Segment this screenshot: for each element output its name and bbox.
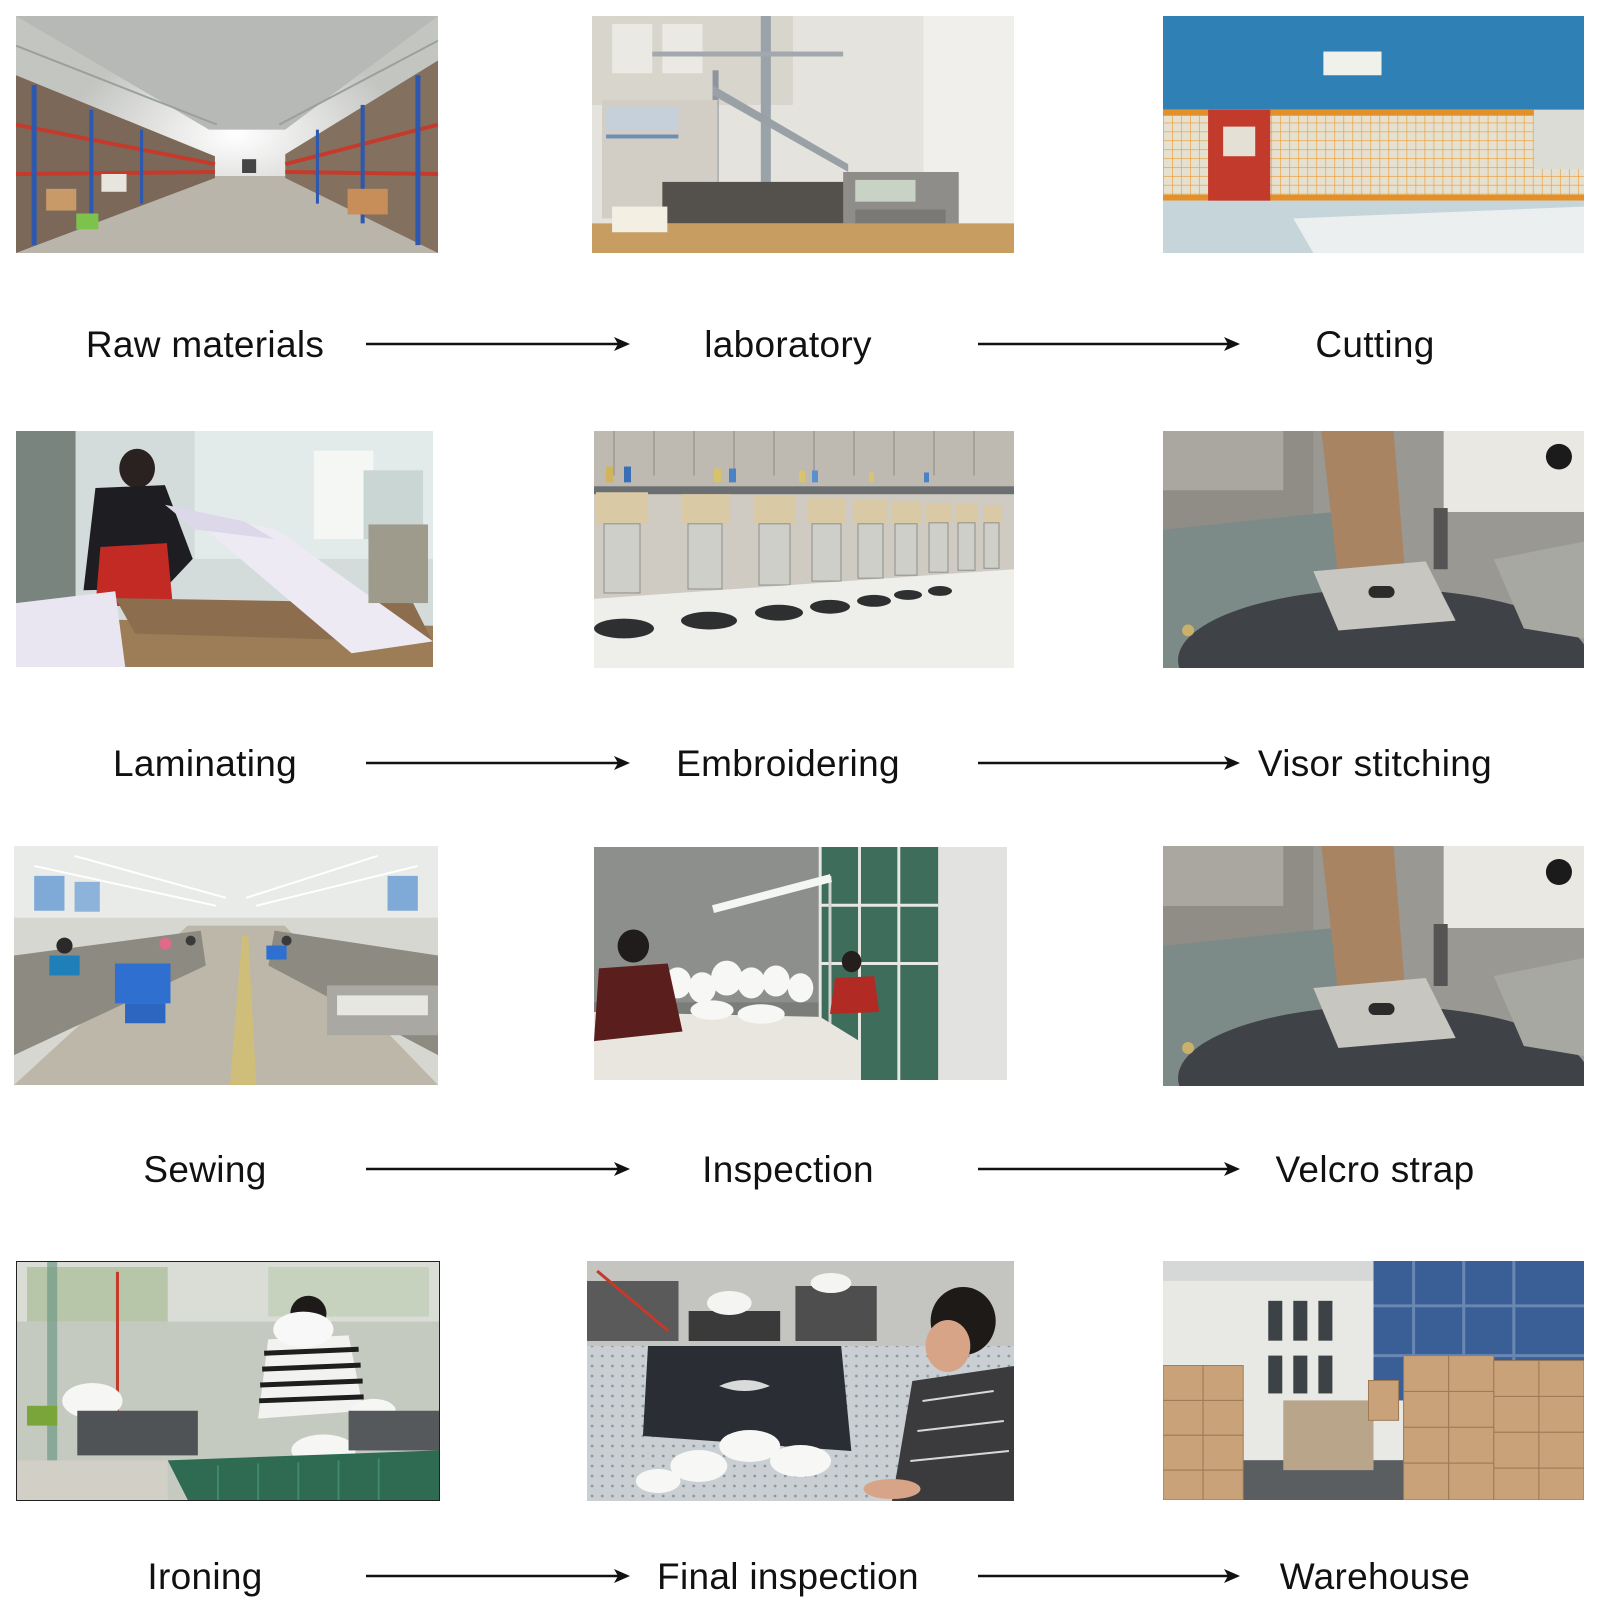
photo-ironing	[16, 1261, 440, 1501]
photo-raw-materials	[16, 16, 438, 253]
step-label-raw-materials: Raw materials	[85, 324, 325, 365]
step-label-velcro-strap: Velcro strap	[1275, 1149, 1475, 1190]
photo-sewing	[14, 846, 438, 1085]
photo-embroidering	[594, 431, 1014, 668]
photo-inspection	[594, 847, 1007, 1080]
step-label-ironing: Ironing	[147, 1556, 263, 1597]
photo-velcro-strap	[1163, 846, 1584, 1086]
step-label-visor-stitching: Visor stitching	[1257, 743, 1493, 784]
photo-laminating	[16, 431, 433, 667]
step-label-final-inspection: Final inspection	[657, 1556, 919, 1597]
step-label-inspection: Inspection	[702, 1149, 874, 1190]
step-label-cutting: Cutting	[1315, 324, 1435, 365]
step-label-laminating: Laminating	[112, 743, 297, 784]
step-label-laboratory: laboratory	[704, 324, 872, 365]
step-label-sewing: Sewing	[143, 1149, 267, 1190]
step-label-embroidering: Embroidering	[676, 743, 900, 784]
step-label-warehouse: Warehouse	[1279, 1556, 1471, 1597]
photo-visor-stitching	[1163, 431, 1584, 668]
photo-final-inspection	[587, 1261, 1014, 1501]
photo-warehouse	[1163, 1261, 1584, 1500]
photo-cutting	[1163, 16, 1584, 253]
photo-laboratory	[592, 16, 1014, 253]
